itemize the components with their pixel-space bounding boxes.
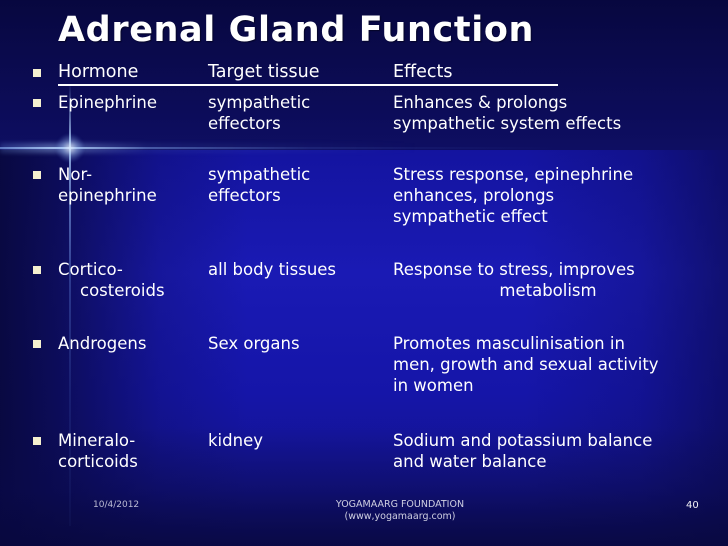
column-header-effects: Effects bbox=[393, 62, 453, 82]
footer-date: 10/4/2012 bbox=[93, 500, 140, 510]
cell-target-tissue: sympathetic effectors bbox=[208, 165, 311, 205]
cell-target-tissue: sympathetic effectors bbox=[208, 93, 311, 133]
table-row: Androgens Sex organs Promotes masculinis… bbox=[0, 333, 728, 396]
background-top-band bbox=[0, 0, 728, 150]
column-header-hormone: Hormone bbox=[58, 62, 139, 82]
cell-effects-line-2: metabolism bbox=[499, 281, 597, 300]
cell-effects: Promotes masculinisation in men, growth … bbox=[393, 334, 659, 395]
table-row: Epinephrine sympathetic effectors Enhanc… bbox=[0, 92, 728, 134]
cell-hormone: Cortico-costeroids bbox=[58, 259, 208, 301]
cell-effects: Sodium and potassium balance and water b… bbox=[393, 431, 653, 471]
table-row: Cortico-costeroids all body tissues Resp… bbox=[0, 259, 728, 301]
table-row: Mineralo- corticoids kidney Sodium and p… bbox=[0, 430, 728, 472]
decorative-horizontal-flare bbox=[0, 147, 560, 149]
footer-organization: YOGAMAARG FOUNDATION (www,yogamaarg.com) bbox=[310, 499, 490, 523]
table-row: Nor- epinephrine sympathetic effectors S… bbox=[0, 164, 728, 227]
decorative-vertical-flare bbox=[69, 86, 71, 526]
cell-effects: Stress response, epinephrine enhances, p… bbox=[393, 165, 634, 226]
hormone-table: Hormone Target tissue Effects Epinephrin… bbox=[0, 62, 728, 472]
cell-target-tissue: Sex organs bbox=[208, 334, 300, 353]
cell-hormone: Epinephrine bbox=[58, 93, 157, 112]
cell-hormone: Nor- epinephrine bbox=[58, 165, 157, 205]
bullet-square-icon bbox=[33, 99, 41, 107]
cell-effects: Response to stress, improves metabolism bbox=[393, 259, 723, 301]
slide-title: Adrenal Gland Function bbox=[58, 10, 534, 50]
bullet-square-icon bbox=[33, 437, 41, 445]
bullet-square-icon bbox=[33, 69, 41, 77]
slide-page-number: 40 bbox=[686, 500, 699, 511]
cell-target-tissue: kidney bbox=[208, 431, 263, 450]
cell-effects: Enhances & prolongs sympathetic system e… bbox=[393, 93, 622, 133]
background-bottom-band bbox=[0, 426, 728, 546]
bullet-square-icon bbox=[33, 266, 41, 274]
table-header-row: Hormone Target tissue Effects bbox=[0, 62, 728, 83]
bullet-square-icon bbox=[33, 171, 41, 179]
cell-hormone-line-1: Cortico- bbox=[58, 260, 123, 279]
bullet-square-icon bbox=[33, 340, 41, 348]
footer-organization-website: (www,yogamaarg.com) bbox=[344, 511, 456, 522]
header-underline bbox=[58, 84, 558, 86]
cell-target-tissue: all body tissues bbox=[208, 260, 337, 279]
column-header-target-tissue: Target tissue bbox=[208, 62, 320, 82]
cell-hormone: Mineralo- corticoids bbox=[58, 431, 138, 471]
footer-organization-name: YOGAMAARG FOUNDATION bbox=[335, 499, 465, 510]
decorative-flare-core bbox=[56, 134, 84, 162]
decorative-horizontal-glow bbox=[0, 143, 420, 153]
cell-hormone: Androgens bbox=[58, 334, 147, 353]
cell-hormone-line-2: costeroids bbox=[80, 281, 165, 300]
cell-effects-line-1: Response to stress, improves bbox=[393, 260, 635, 279]
